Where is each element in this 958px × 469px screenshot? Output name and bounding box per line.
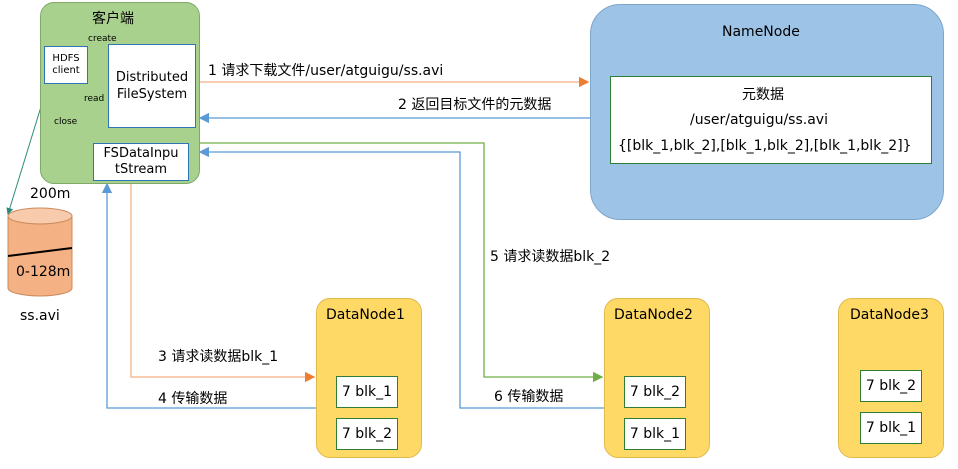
- distributed-fs-label: Distributed FileSystem: [115, 70, 189, 102]
- hdfs-client-box: HDFS client: [44, 46, 88, 84]
- create-label: create: [88, 34, 117, 44]
- datanode3-block2: 7 blk_1: [860, 412, 922, 444]
- datanode1-block2: 7 blk_2: [336, 418, 398, 450]
- distributed-fs-box: Distributed FileSystem: [108, 44, 196, 128]
- arrow-step4: [101, 182, 316, 409]
- namenode-title: NameNode: [722, 24, 800, 40]
- hdfs-client-label: HDFS client: [52, 53, 80, 76]
- file-name-label: ss.avi: [20, 308, 60, 324]
- close-label: close: [54, 117, 78, 127]
- fsdata-input-box: FSDataInpu tStream: [93, 143, 189, 181]
- step2-label: 2 返回目标文件的元数据: [398, 97, 552, 113]
- step3-label: 3 请求读数据blk_1: [158, 349, 279, 365]
- metadata-path: /user/atguigu/ss.avi: [690, 112, 828, 128]
- arrow-step3: [130, 182, 316, 383]
- arrow-step5: [198, 142, 604, 383]
- step1-label: 1 请求下载文件/user/atguigu/ss.avi: [208, 63, 444, 79]
- fsdata-input-label: FSDataInpu tStream: [103, 146, 179, 177]
- step6-label: 6 传输数据: [494, 389, 564, 405]
- step4-label: 4 传输数据: [158, 391, 228, 407]
- read-label: read: [84, 94, 105, 104]
- datanode2-block2: 7 blk_1: [624, 418, 686, 450]
- file-size-label: 200m: [30, 186, 71, 202]
- file-range-label: 0-128m: [16, 264, 71, 280]
- client-title: 客户端: [92, 11, 134, 27]
- metadata-title: 元数据: [742, 87, 784, 103]
- metadata-blocks: {[blk_1,blk_2],[blk_1,blk_2],[blk_1,blk_…: [618, 138, 912, 154]
- datanode2-title: DataNode2: [614, 307, 693, 323]
- datanode2-block1: 7 blk_2: [624, 376, 686, 408]
- datanode1-title: DataNode1: [326, 307, 405, 323]
- arrow-step6: [198, 146, 604, 409]
- metadata-box: [610, 76, 932, 164]
- datanode3-title: DataNode3: [850, 307, 929, 323]
- datanode1-block1: 7 blk_1: [336, 376, 398, 408]
- datanode3-block1: 7 blk_2: [860, 370, 922, 402]
- step5-label: 5 请求读数据blk_2: [490, 249, 611, 265]
